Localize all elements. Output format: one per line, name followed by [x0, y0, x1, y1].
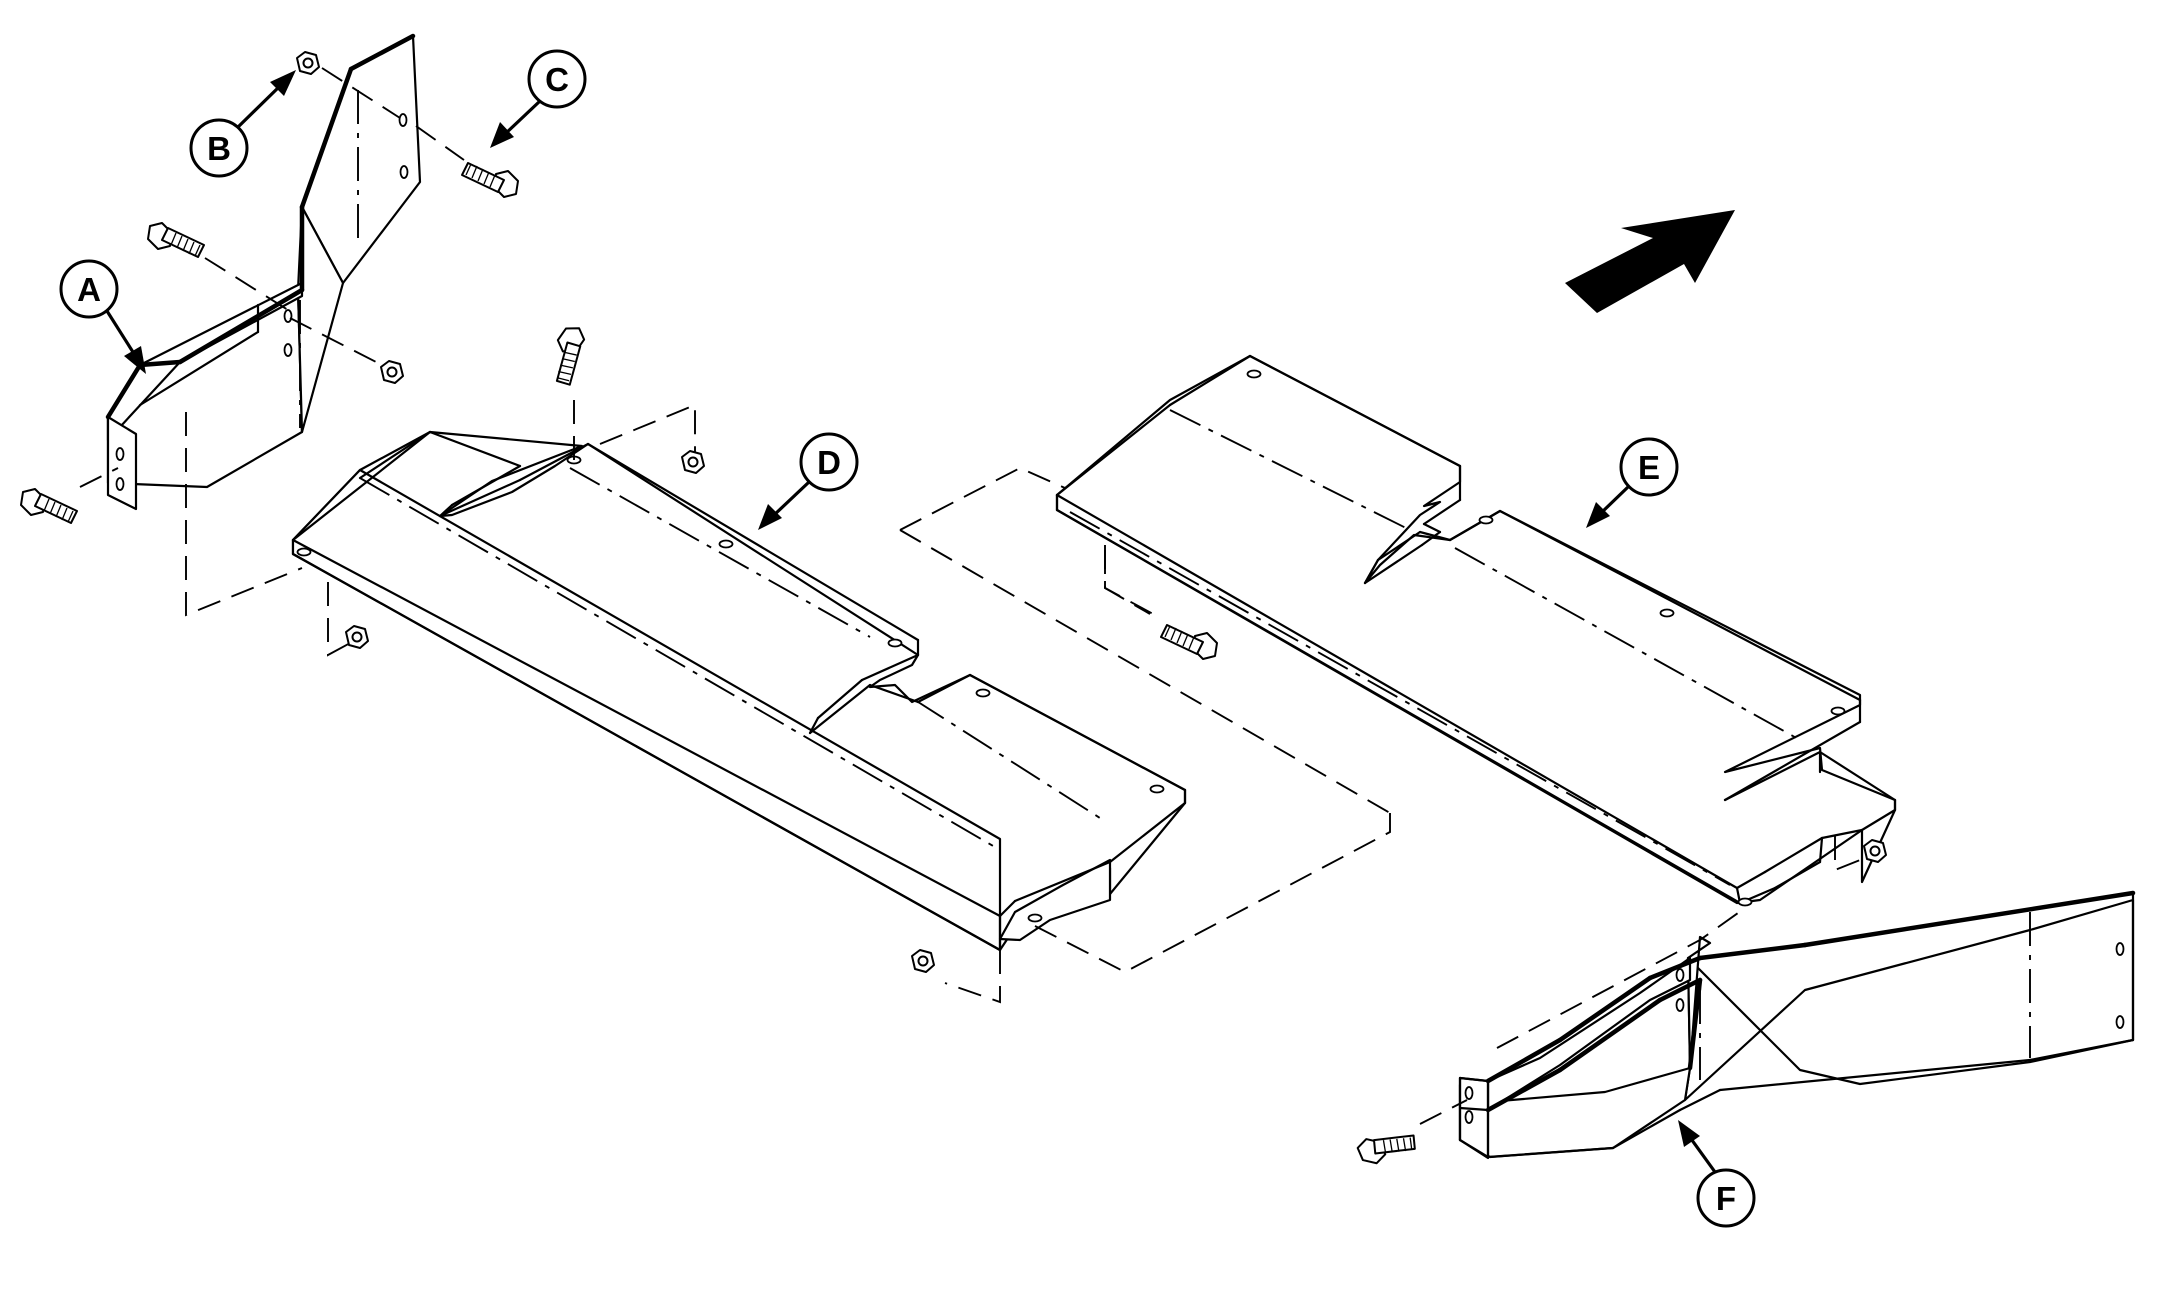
callout-a: A — [59, 259, 146, 374]
callout-label-c: C — [545, 61, 569, 98]
bolt-c — [461, 162, 519, 198]
nut-top-d — [681, 450, 705, 474]
callout-e: E — [1586, 437, 1679, 528]
callout-d: D — [758, 432, 859, 530]
bolt-e — [1160, 624, 1218, 660]
nut-e — [1863, 839, 1887, 863]
nut-bottom-d — [911, 949, 935, 973]
callout-label-e: E — [1638, 449, 1660, 486]
shield-plate-d — [291, 394, 1391, 1004]
callout-label-b: B — [207, 130, 231, 167]
hardware-group-f — [1353, 1099, 1468, 1177]
bolt-upper-a — [147, 222, 205, 258]
nut-b — [296, 51, 320, 75]
callout-f: F — [1678, 1120, 1756, 1228]
bolt-f — [1353, 1115, 1421, 1177]
nut-lower-a — [380, 360, 404, 384]
support-bracket-right-f — [1458, 890, 2136, 1160]
nut-left-d — [345, 625, 369, 649]
callout-label-d: D — [817, 444, 841, 481]
forward-direction-arrow-icon — [1565, 210, 1735, 313]
bolt-left-a — [20, 488, 78, 524]
callout-label-f: F — [1716, 1180, 1736, 1217]
callout-c: C — [490, 49, 587, 148]
callout-b: B — [189, 70, 296, 178]
support-bracket-left-a — [105, 33, 422, 617]
callout-label-a: A — [77, 271, 101, 308]
bolt-vertical-d — [547, 324, 593, 388]
hardware-group-top-left — [20, 51, 519, 524]
shield-plate-e — [1055, 354, 1897, 907]
